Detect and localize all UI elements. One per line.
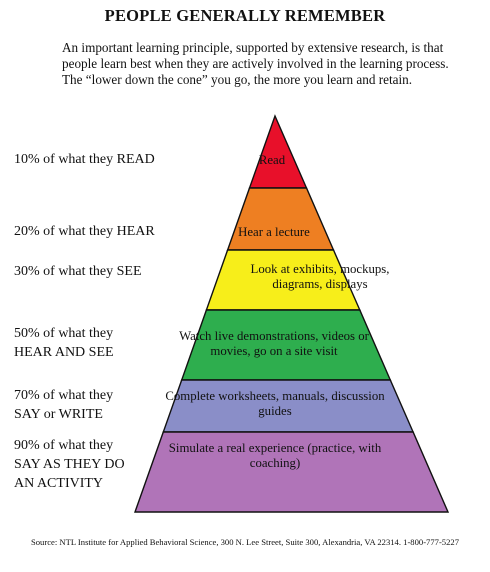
- tier-text-say-or-write: Complete worksheets, manuals, discussion…: [165, 388, 385, 419]
- tier-text-see: Look at exhibits, mockups, diagrams, dis…: [250, 261, 390, 292]
- level-label-see: 30% of what they SEE: [14, 264, 142, 279]
- source-citation: Source: NTL Institute for Applied Behavi…: [30, 537, 459, 547]
- level-label-say-or-write: 70% of what they SAY or WRITE: [14, 388, 114, 422]
- tier-text-hear: Hear a lecture: [238, 225, 310, 240]
- tier-text-read: Read: [258, 153, 286, 168]
- level-label-say-as-they-do: 90% of what they SAY AS THEY DO AN ACTIV…: [14, 438, 125, 491]
- tier-text-say-as-they-do: Simulate a real experience (practice, wi…: [168, 440, 382, 471]
- tier-text-hear-and-see: Watch live demonstrations, videos or mov…: [179, 328, 369, 359]
- tier-shape-say-as-they-do: [134, 431, 450, 513]
- intro-paragraph: An important learning principle, support…: [62, 40, 449, 87]
- level-label-hear-and-see: 50% of what they HEAR AND SEE: [14, 326, 114, 360]
- level-label-hear: 20% of what they HEAR: [14, 224, 155, 239]
- page-title: PEOPLE GENERALLY REMEMBER: [104, 6, 386, 25]
- level-label-read: 10% of what they READ: [14, 152, 155, 167]
